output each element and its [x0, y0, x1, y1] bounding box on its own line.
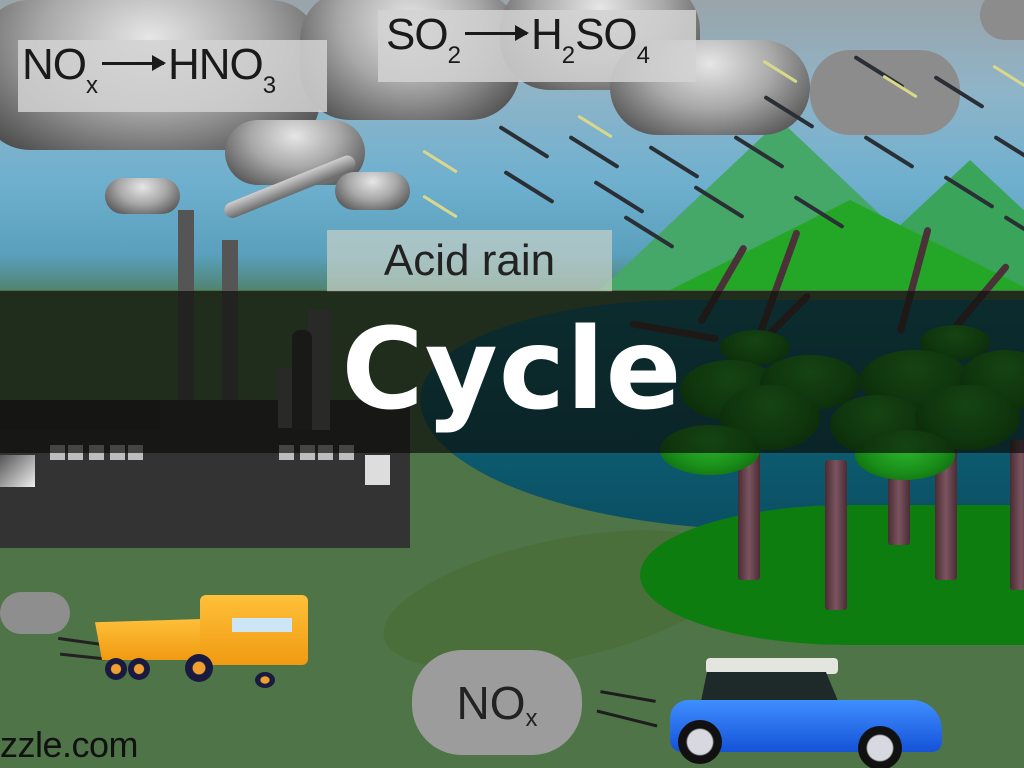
truck-window [232, 618, 292, 632]
smoke-puff [335, 172, 410, 210]
slide-title: Cycle [341, 305, 683, 435]
h-text: H [530, 10, 563, 59]
car-wheel [858, 726, 902, 768]
sulfur-equation: SO 2 H 2 SO 4 [378, 10, 696, 82]
so2-text: SO [386, 10, 449, 59]
acid-rain-text: Acid rain [383, 236, 556, 285]
arrow-icon [464, 25, 529, 41]
watermark-text: zzle.com [0, 724, 139, 765]
car-wheel [678, 720, 722, 764]
tree-trunk [1010, 440, 1024, 590]
so4-text: SO [575, 10, 638, 59]
so2-subscript: 2 [447, 42, 461, 69]
tree-trunk [825, 460, 847, 610]
tree-trunk [888, 470, 910, 545]
nox-text: NO [22, 40, 87, 89]
hno-subscript: 3 [262, 72, 277, 99]
truck-wheel [255, 672, 275, 688]
tree-trunk [738, 440, 760, 580]
nox-subscript: x [86, 72, 98, 99]
nox-exhaust-subscript: x [525, 704, 538, 732]
nox-exhaust-text: NO [456, 676, 526, 729]
tree-trunk [935, 440, 957, 580]
truck-wheel [128, 658, 150, 680]
nox-exhaust-cloud: NO x [412, 650, 582, 755]
factory-door [365, 455, 390, 485]
nitrogen-equation: NO x HNO 3 [18, 40, 327, 112]
title-band: Cycle [0, 291, 1024, 453]
car-roof [706, 658, 838, 674]
h-subscript: 2 [561, 42, 576, 69]
gray-cloud [810, 50, 960, 135]
exhaust-puff [0, 592, 70, 634]
hno-text: HNO [168, 40, 264, 89]
arrow-icon [102, 55, 166, 71]
factory-door [0, 455, 35, 487]
mountain [650, 200, 1024, 300]
gray-cloud [980, 0, 1024, 40]
truck-wheel [185, 654, 213, 682]
so4-subscript: 4 [636, 42, 651, 69]
acid-rain-label: Acid rain [327, 230, 612, 292]
truck-wheel [105, 658, 127, 680]
smoke-puff [105, 178, 180, 214]
